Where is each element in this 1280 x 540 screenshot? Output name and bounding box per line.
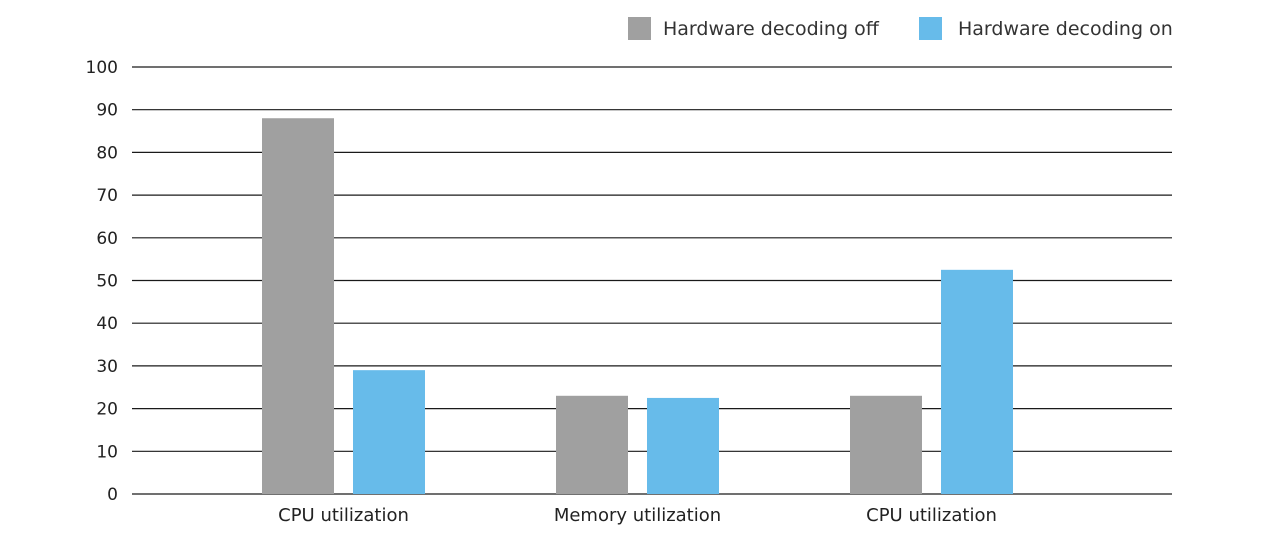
y-axis: 0 10 20 30 40 50 60 70 80 90 100 [86,58,118,505]
y-tick-label: 0 [107,485,118,505]
y-tick-label: 100 [86,58,118,78]
legend-swatch [919,17,942,40]
x-category-label: Memory utilization [554,505,721,526]
bar [850,395,922,494]
x-axis: CPU utilization Memory utilization CPU uti… [278,505,997,526]
legend-swatch [628,17,651,40]
x-category-label: CPU utilization [278,505,409,526]
y-tick-label: 40 [96,314,118,334]
bar [941,269,1013,494]
legend-label: Hardware decoding off [663,18,880,40]
y-tick-label: 20 [96,400,118,420]
legend: Hardware decoding off Hardware decoding o… [628,17,1173,40]
y-tick-label: 90 [96,101,118,121]
bars [262,118,1013,495]
bar [262,118,334,495]
bar [353,370,425,494]
bar [556,395,628,494]
y-tick-label: 60 [96,229,118,249]
y-tick-label: 70 [96,186,118,206]
x-category-label: CPU utilization [866,505,997,526]
legend-label: Hardware decoding on [958,18,1173,40]
y-tick-label: 80 [96,143,118,163]
y-tick-label: 50 [96,272,118,292]
y-tick-label: 10 [96,442,118,462]
y-tick-label: 30 [96,357,118,377]
bar [647,397,719,494]
